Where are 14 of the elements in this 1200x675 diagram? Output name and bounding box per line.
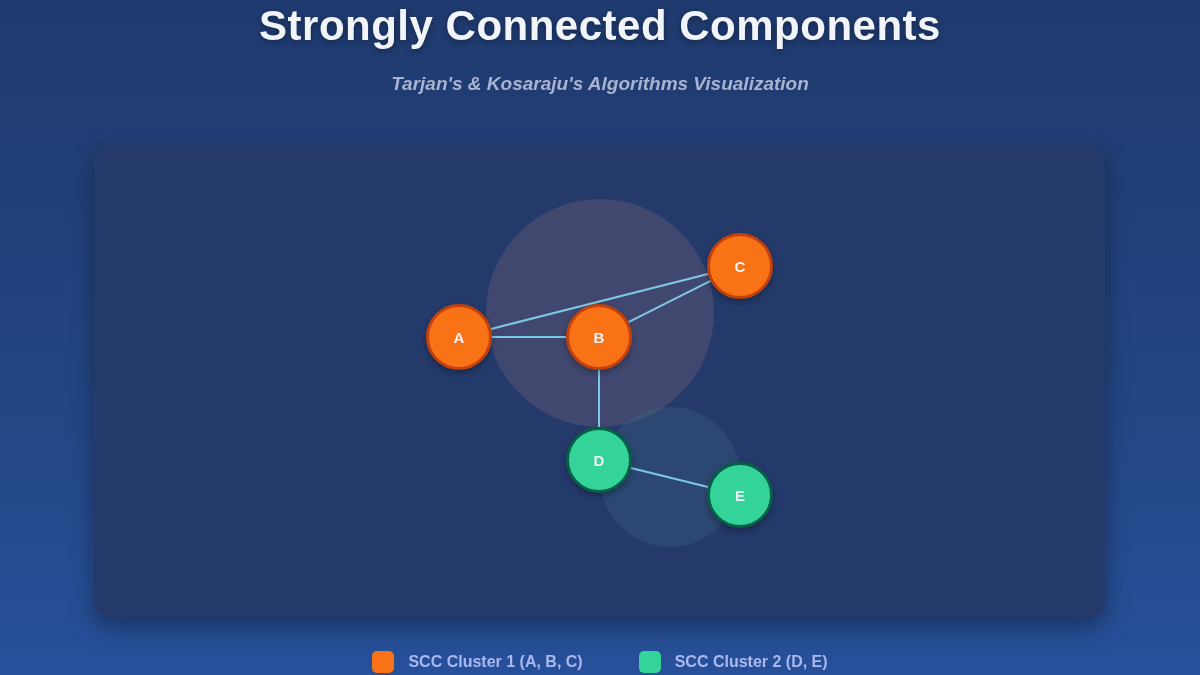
node-label: A <box>453 328 465 346</box>
edge-line <box>491 336 567 338</box>
edge-line <box>627 279 712 324</box>
node-label: C <box>734 257 746 275</box>
title: Strongly Connected Components <box>258 2 942 50</box>
edge-line <box>490 273 709 330</box>
legend-label: SCC Cluster 1 (A, B, C) <box>408 653 583 671</box>
edge-line <box>630 466 709 489</box>
node-label: D <box>593 451 605 469</box>
legend-label: SCC Cluster 2 (D, E) <box>674 653 828 671</box>
node-label: E <box>735 486 745 504</box>
subtitle: Tarjan's & Kosaraju's Algorithms Visualization <box>390 73 810 95</box>
edge-line <box>598 369 600 428</box>
node-label: B <box>593 328 605 346</box>
